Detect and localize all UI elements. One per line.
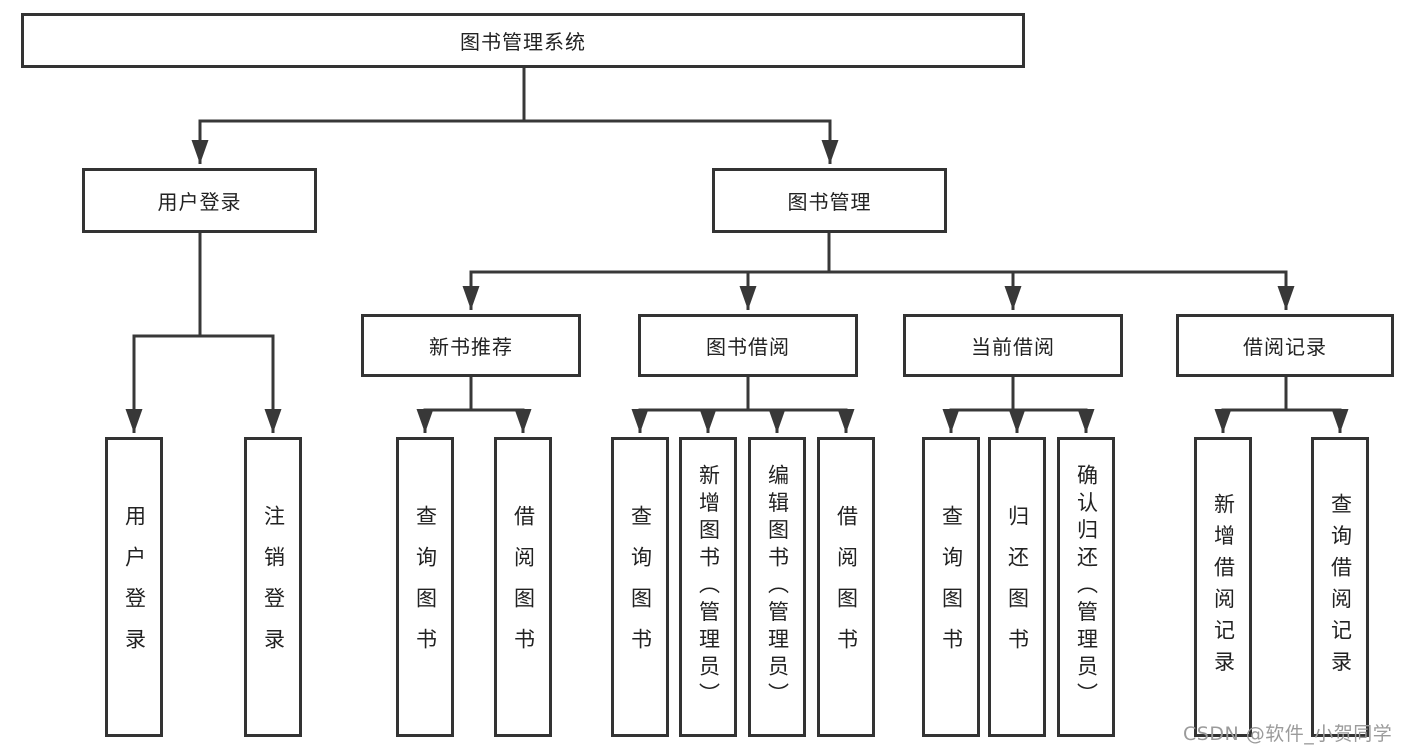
leaf-label: 新增借阅记录 <box>1211 492 1236 682</box>
leaf-query-borrow-record: 查询借阅记录 <box>1311 437 1369 737</box>
leaf-query-books-recommend: 查询图书 <box>396 437 454 737</box>
leaf-logout: 注销登录 <box>244 437 302 737</box>
node-book-borrowing: 图书借阅 <box>638 314 858 377</box>
leaf-label: 查询图书 <box>628 505 653 669</box>
leaf-add-books-admin: 新增图书（管理员） <box>679 437 737 737</box>
leaf-add-borrow-record: 新增借阅记录 <box>1194 437 1252 737</box>
node-label: 借阅记录 <box>1243 335 1327 359</box>
leaf-label: 用户登录 <box>122 505 147 669</box>
node-label: 图书管理 <box>787 190 872 214</box>
leaf-label: 查询借阅记录 <box>1328 492 1353 682</box>
leaf-user-login: 用户登录 <box>105 437 163 737</box>
node-label: 图书借阅 <box>706 335 790 359</box>
leaf-edit-books-admin: 编辑图书（管理员） <box>748 437 806 737</box>
leaf-borrow-books-recommend: 借阅图书 <box>494 437 552 737</box>
leaf-label: 归还图书 <box>1005 505 1030 669</box>
leaf-query-books-current: 查询图书 <box>922 437 980 737</box>
node-user-login: 用户登录 <box>82 168 317 233</box>
leaf-confirm-return-admin: 确认归还（管理员） <box>1057 437 1115 737</box>
node-borrowing-records: 借阅记录 <box>1176 314 1394 377</box>
node-current-borrowing: 当前借阅 <box>903 314 1123 377</box>
leaf-return-books: 归还图书 <box>988 437 1046 737</box>
node-book-management: 图书管理 <box>712 168 947 233</box>
csdn-watermark: CSDN @软件_小贺同学 <box>1183 723 1393 745</box>
node-library-management-system: 图书管理系统 <box>21 13 1025 68</box>
node-label: 图书管理系统 <box>460 30 586 54</box>
leaf-label: 编辑图书（管理员） <box>765 464 790 710</box>
node-label: 用户登录 <box>157 190 242 214</box>
leaf-label: 确认归还（管理员） <box>1074 464 1099 710</box>
node-new-book-recommendation: 新书推荐 <box>361 314 581 377</box>
leaf-label: 查询图书 <box>939 505 964 669</box>
leaf-label: 新增图书（管理员） <box>696 464 721 710</box>
leaf-label: 借阅图书 <box>834 505 859 669</box>
leaf-label: 借阅图书 <box>511 505 536 669</box>
leaf-label: 注销登录 <box>261 505 286 669</box>
leaf-query-books-borrowing: 查询图书 <box>611 437 669 737</box>
leaf-label: 查询图书 <box>413 505 438 669</box>
leaf-borrow-books-borrowing: 借阅图书 <box>817 437 875 737</box>
node-label: 当前借阅 <box>971 335 1055 359</box>
node-label: 新书推荐 <box>429 335 513 359</box>
